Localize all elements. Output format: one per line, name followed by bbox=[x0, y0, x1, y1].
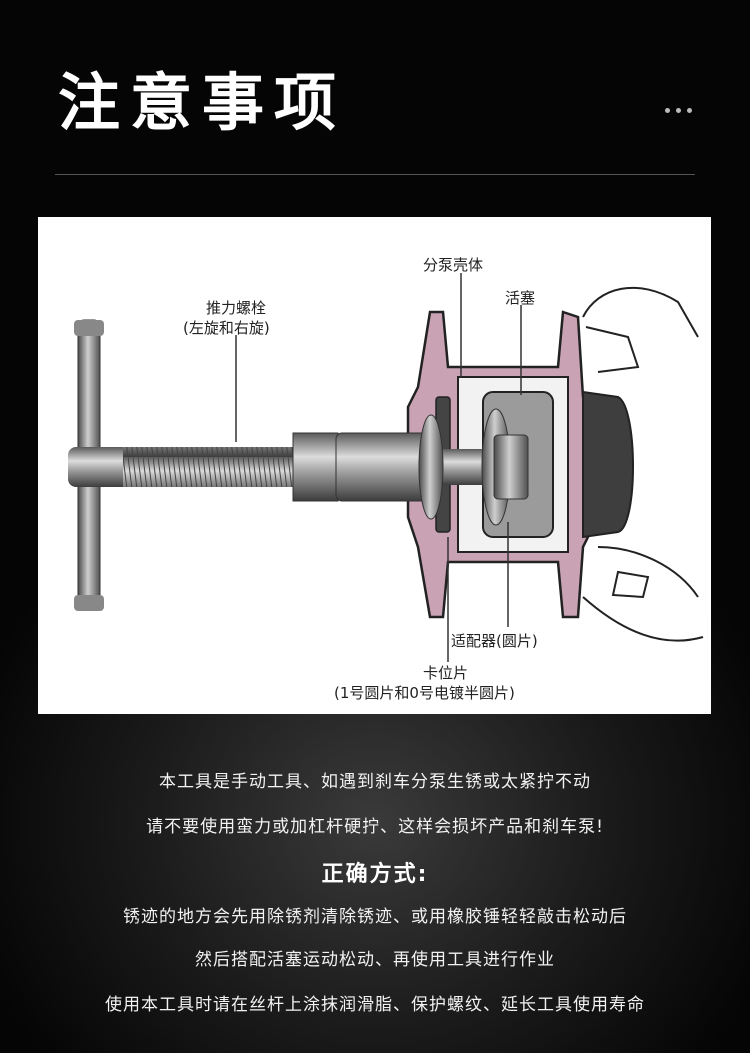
clip-label: 卡位片 bbox=[423, 664, 469, 682]
brake-tool-diagram bbox=[68, 273, 704, 662]
diagram-panel: 分泵壳体 活塞 推力螺栓 (左旋和右旋) 适配器(圆片) 卡位片 (1号圆片和0… bbox=[38, 217, 711, 714]
bolt-note-label: (左旋和右旋) bbox=[183, 319, 270, 337]
method-heading: 正确方式: bbox=[321, 862, 429, 887]
warning-line-1: 本工具是手动工具、如遇到刹车分泵生锈或太紧拧不动 bbox=[159, 772, 591, 792]
housing-label: 分泵壳体 bbox=[423, 256, 484, 274]
page-title: 注意事项 bbox=[58, 66, 347, 139]
method-line-3: 使用本工具时请在丝杆上涂抹润滑脂、保护螺纹、延长工具使用寿命 bbox=[105, 995, 645, 1015]
caliper-outline bbox=[582, 286, 699, 338]
adapter-label: 适配器(圆片) bbox=[451, 632, 538, 650]
pressure-plate bbox=[418, 414, 444, 520]
method-line-1: 锈迹的地方会先用除锈剂清除锈迹、或用橡胶锤轻轻敲击松动后 bbox=[123, 907, 627, 927]
clip-note-label: (1号圆片和0号电镀半圆片) bbox=[334, 684, 515, 702]
divider bbox=[55, 174, 695, 175]
hex-nut bbox=[292, 432, 339, 502]
bolt-label: 推力螺栓 bbox=[206, 299, 267, 317]
thread-rod bbox=[123, 447, 298, 487]
more-dots-icon bbox=[665, 108, 692, 113]
warning-line-2: 请不要使用蛮力或加杠杆硬拧、这样会损坏产品和刹车泵! bbox=[146, 817, 604, 837]
method-line-2: 然后搭配活塞运动松动、再使用工具进行作业 bbox=[195, 950, 555, 970]
piston-label: 活塞 bbox=[505, 289, 536, 307]
